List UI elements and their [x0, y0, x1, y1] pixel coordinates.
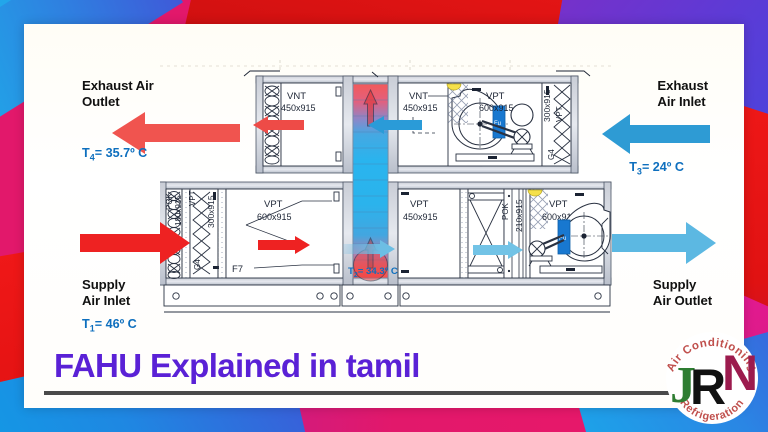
- temperature-t4: T4= 35.7º C: [82, 146, 147, 163]
- supply-air-outlet-line1: Supply: [652, 277, 697, 292]
- t4-value: = 35.7º C: [94, 146, 148, 160]
- t2-value: = 34.3º C: [357, 266, 398, 277]
- exhaust-air-outlet-arrow: [112, 112, 240, 154]
- exhaust-air-flow-arrow-small: [253, 116, 304, 134]
- exhaust-air-intake-arrow-small: [368, 116, 422, 134]
- svg-text:300x915: 300x915: [542, 89, 552, 122]
- t3-value: = 24º C: [641, 160, 684, 174]
- svg-text:450x915: 450x915: [403, 212, 438, 222]
- title-divider: [44, 391, 674, 395]
- temperature-t1: T1= 46º C: [82, 317, 137, 334]
- supply-air-inlet-line1: Supply: [82, 277, 126, 292]
- svg-text:G4: G4: [193, 259, 202, 270]
- t3-symbol: T: [629, 160, 637, 174]
- supply-air-inlet-line2: Air Inlet: [82, 292, 131, 308]
- exhaust-air-inlet-line2: Air Inlet: [657, 93, 706, 109]
- svg-text:VPT: VPT: [555, 106, 564, 122]
- fahu-technical-drawing: VNT 450x915 VNT 450x915 Fu: [160, 60, 612, 328]
- logo-letter-j: J: [670, 357, 696, 414]
- t1-value: = 46º C: [94, 317, 137, 331]
- post-wheel-air-arrow: [343, 240, 395, 258]
- exhaust-air-inlet-label: Exhaust Air Inlet: [657, 78, 708, 109]
- t2-subscript: 2: [353, 271, 358, 279]
- svg-text:G4: G4: [547, 149, 556, 160]
- temperature-t2: T2= 34.3º C: [348, 266, 398, 279]
- svg-text:VPT: VPT: [410, 199, 429, 210]
- logo-letter-r: R: [690, 359, 726, 415]
- svg-text:POK: POK: [165, 192, 174, 210]
- svg-text:600x915: 600x915: [479, 103, 514, 113]
- svg-text:VNT: VNT: [409, 91, 428, 102]
- svg-text:VPT: VPT: [264, 199, 283, 210]
- exhaust-air-inlet-arrow: [602, 114, 710, 154]
- svg-text:450x915: 450x915: [281, 103, 316, 113]
- t1-subscript: 1: [89, 323, 95, 334]
- svg-text:VPT: VPT: [549, 199, 568, 210]
- jrn-logo: Air Conditioning Refrigeration J N R: [660, 326, 764, 426]
- t1-symbol: T: [82, 317, 90, 331]
- supply-air-inlet-label: Supply Air Inlet: [82, 277, 130, 308]
- svg-text:F7: F7: [232, 264, 243, 275]
- svg-text:600x915: 600x915: [542, 212, 577, 222]
- exhaust-air-outlet-line2: Outlet: [82, 93, 120, 109]
- svg-text:600x915: 600x915: [257, 212, 292, 222]
- logo-letter-n: N: [722, 345, 758, 401]
- supply-air-flow-arrow-small: [258, 236, 310, 254]
- t4-subscript: 4: [89, 152, 95, 163]
- exhaust-air-outlet-label: Exhaust Air Outlet: [82, 78, 154, 109]
- t4-symbol: T: [82, 146, 90, 160]
- supply-air-outlet-line2: Air Outlet: [652, 292, 712, 308]
- page-title: FAHU Explained in tamil: [54, 347, 420, 384]
- svg-text:VPT: VPT: [188, 190, 197, 206]
- pre-fan-air-arrow: [473, 241, 523, 259]
- svg-text:Fu: Fu: [494, 121, 501, 127]
- svg-text:Fu: Fu: [559, 236, 566, 242]
- supply-air-outlet-label: Supply Air Outlet: [653, 277, 712, 308]
- exhaust-air-inlet-line1: Exhaust: [657, 78, 708, 93]
- svg-text:VPT: VPT: [486, 91, 505, 102]
- t2-symbol: T: [348, 266, 354, 277]
- exhaust-air-outlet-line1: Exhaust Air: [82, 78, 154, 93]
- svg-text:300x915: 300x915: [206, 195, 216, 228]
- temperature-t3: T3= 24º C: [629, 160, 684, 177]
- svg-text:450x915: 450x915: [403, 103, 438, 113]
- svg-text:180x915: 180x915: [174, 195, 183, 226]
- svg-text:210x915: 210x915: [514, 199, 524, 232]
- svg-text:POK: POK: [501, 202, 510, 220]
- t3-subscript: 3: [636, 166, 642, 177]
- svg-text:VNT: VNT: [287, 91, 306, 102]
- supply-air-outlet-arrow: [612, 222, 716, 264]
- supply-air-inlet-arrow: [80, 222, 190, 264]
